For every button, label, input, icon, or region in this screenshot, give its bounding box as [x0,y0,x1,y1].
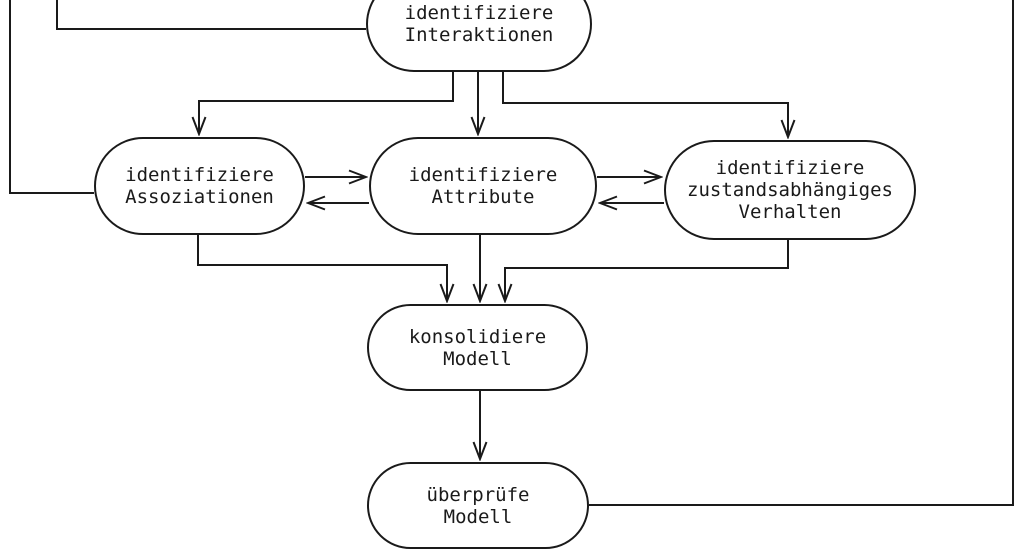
node-identifiziere-zustandsabhaengiges-verhalten: identifiziere zustandsabhängiges Verhalt… [664,140,916,240]
node-label-identifiziere-interaktionen: identifiziere Interaktionen [404,2,554,46]
edge-zustand-to-konsolidiere [505,240,789,301]
node-label-ueberpruefe-modell: überprüfe Modell [426,483,530,528]
edge-top-to-interaktionen [56,0,366,30]
edge-assoziationen-to-konsolidiere [197,235,447,301]
node-label-identifiziere-zustandsabhaengiges-verhalten: identifiziere zustandsabhängiges Verhalt… [687,157,893,223]
node-label-identifiziere-assoziationen: identifiziere Assoziationen [125,164,274,208]
node-label-konsolidiere-modell: konsolidiere Modell [408,325,547,370]
node-identifiziere-attribute: identifiziere Attribute [369,137,597,235]
node-ueberpruefe-modell: überprüfe Modell [367,462,589,549]
edge-top-to-assoziationen [9,0,94,194]
node-konsolidiere-modell: konsolidiere Modell [367,304,588,391]
edge-interaktionen-to-zustand [502,72,788,137]
edge-ueberpruefe-to-top [589,0,1014,506]
node-identifiziere-interaktionen: identifiziere Interaktionen [366,0,592,72]
edge-interaktionen-to-assoziationen [199,72,454,134]
node-identifiziere-assoziationen: identifiziere Assoziationen [94,137,305,235]
node-label-identifiziere-attribute: identifiziere Attribute [408,164,558,208]
